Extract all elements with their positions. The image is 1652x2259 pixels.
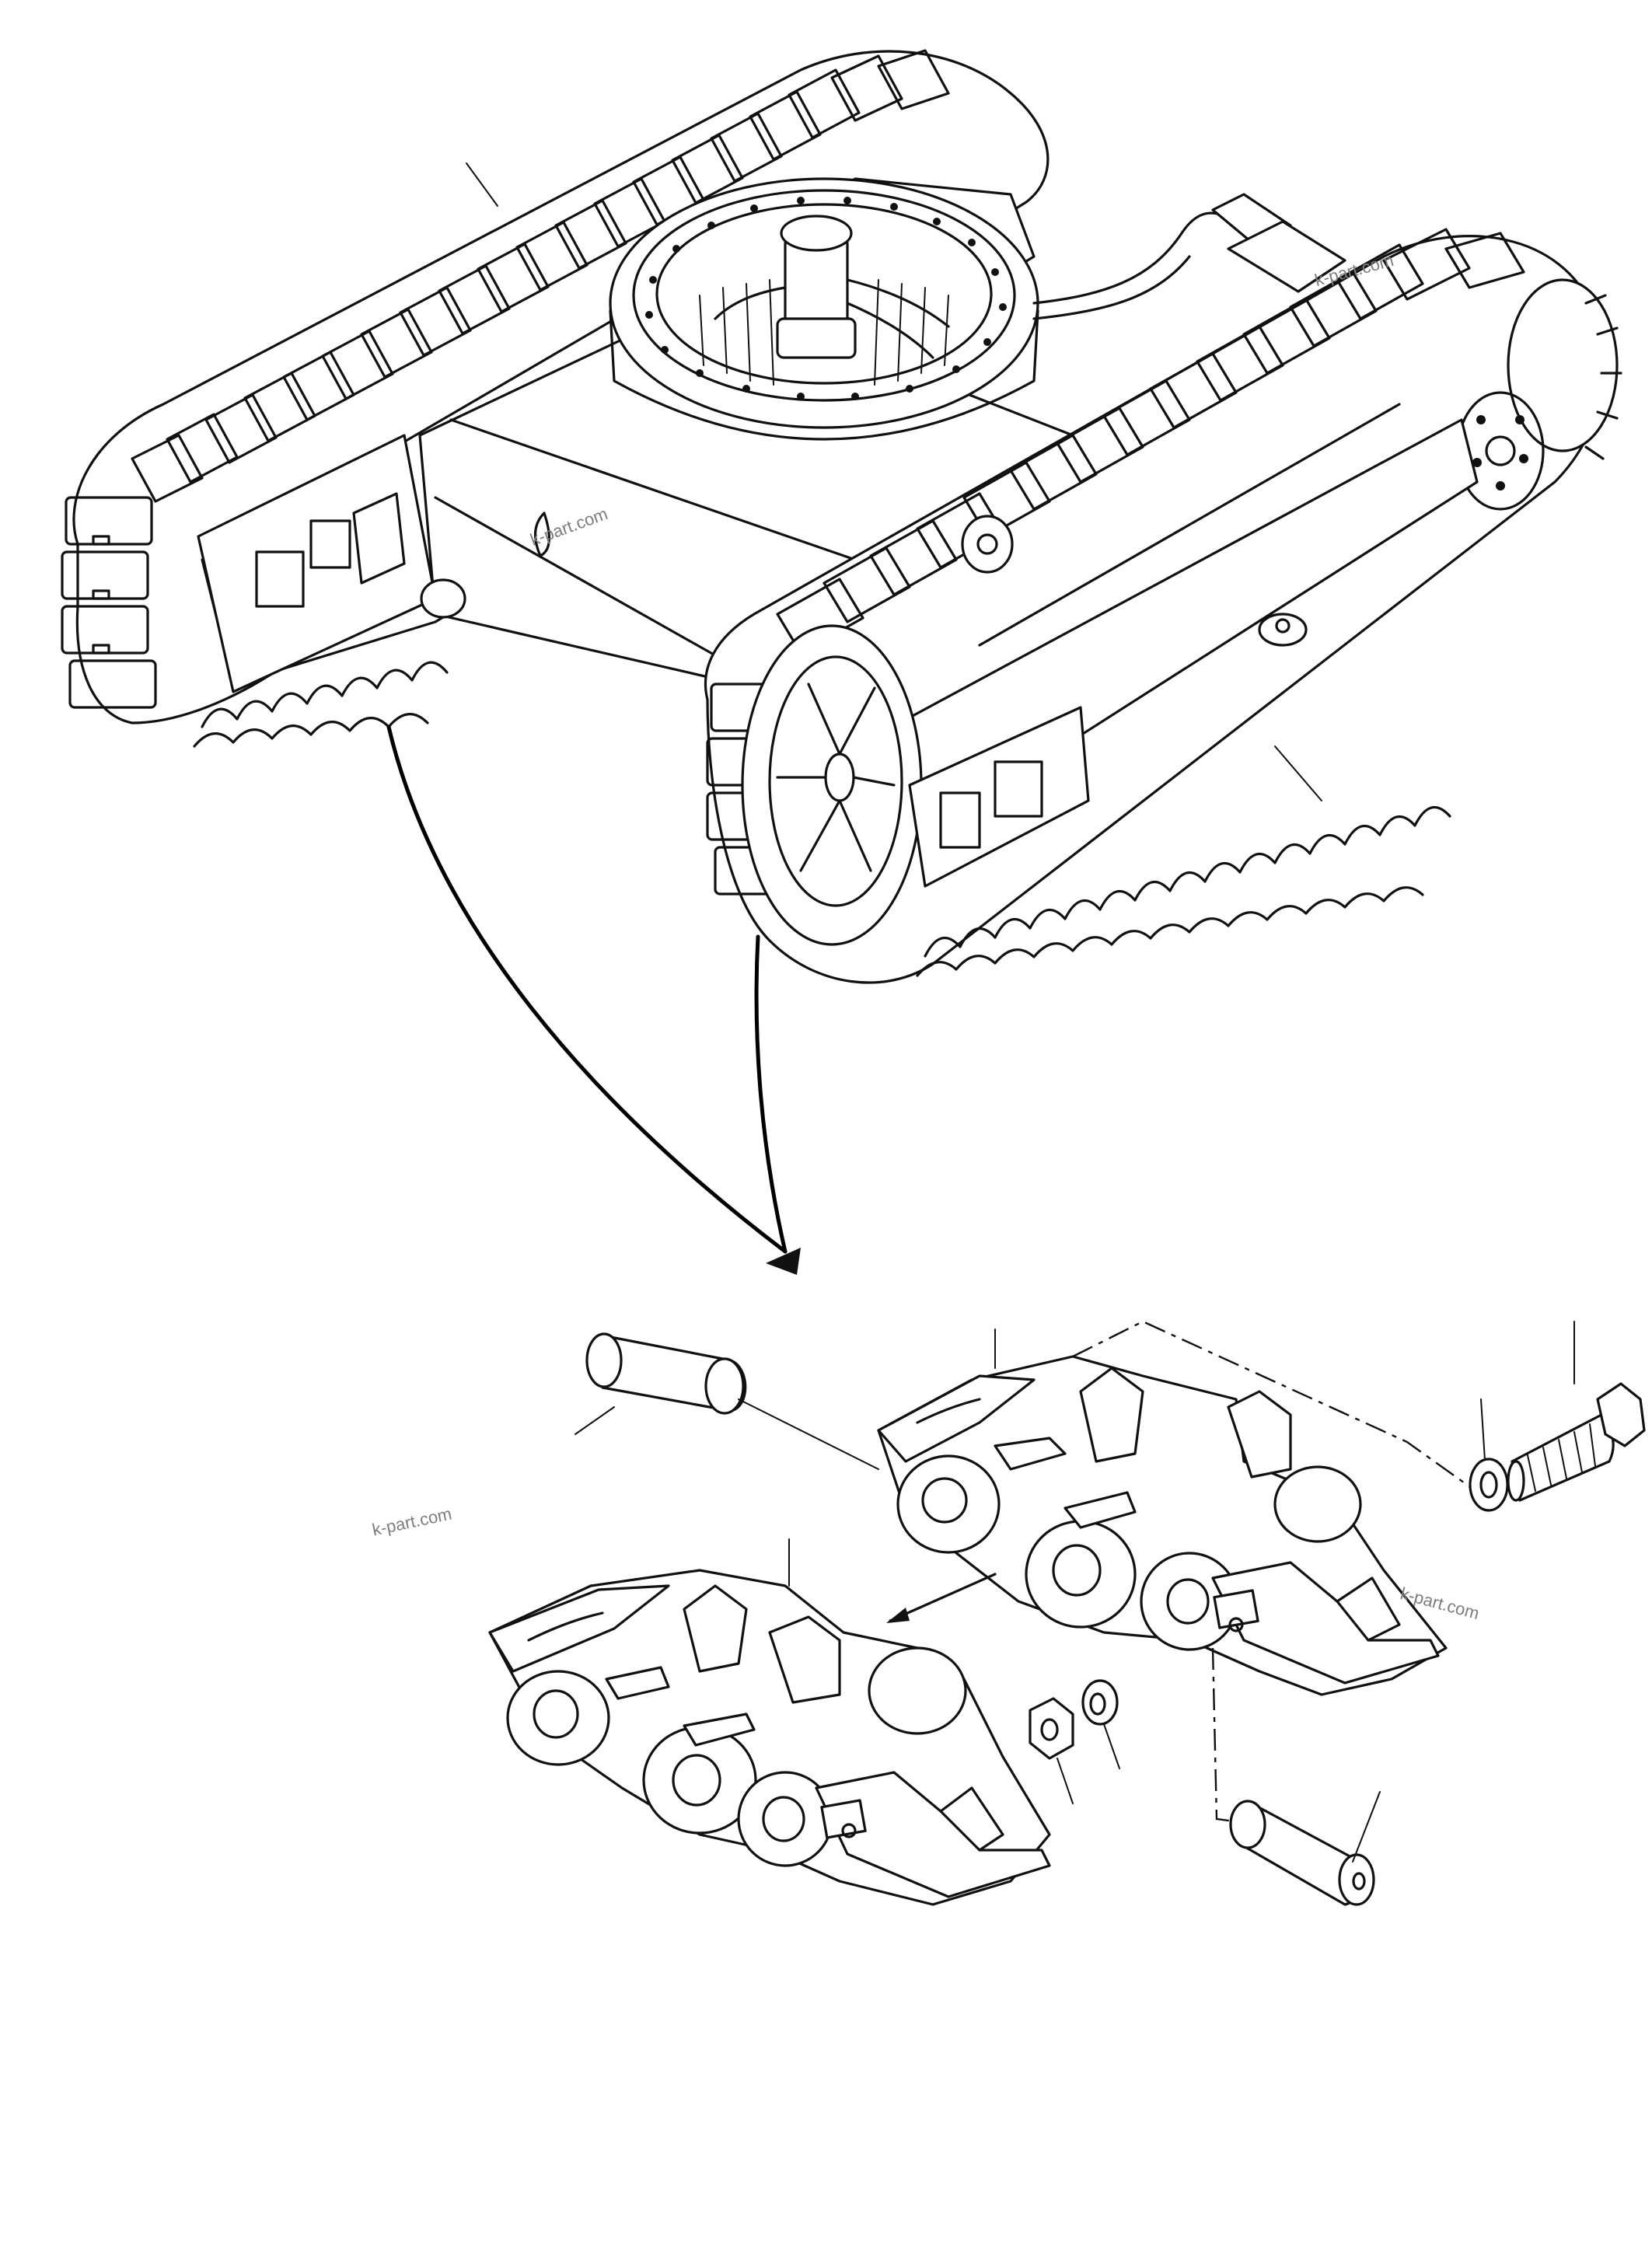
washer-lower-icon: [1081, 1679, 1120, 1769]
track-pin-icon: [575, 1332, 747, 1435]
track-bolt-icon: [1507, 1321, 1646, 1502]
washer-icon: [1469, 1398, 1509, 1512]
track-nut-icon: [1029, 1697, 1074, 1804]
undercarriage-assembly-icon: [61, 49, 1622, 984]
track-link-assembly-lower-icon: [488, 1538, 1051, 1906]
track-link-assembly-icon: [877, 1329, 1448, 1696]
track-pin-lower-icon: [1229, 1791, 1381, 1906]
